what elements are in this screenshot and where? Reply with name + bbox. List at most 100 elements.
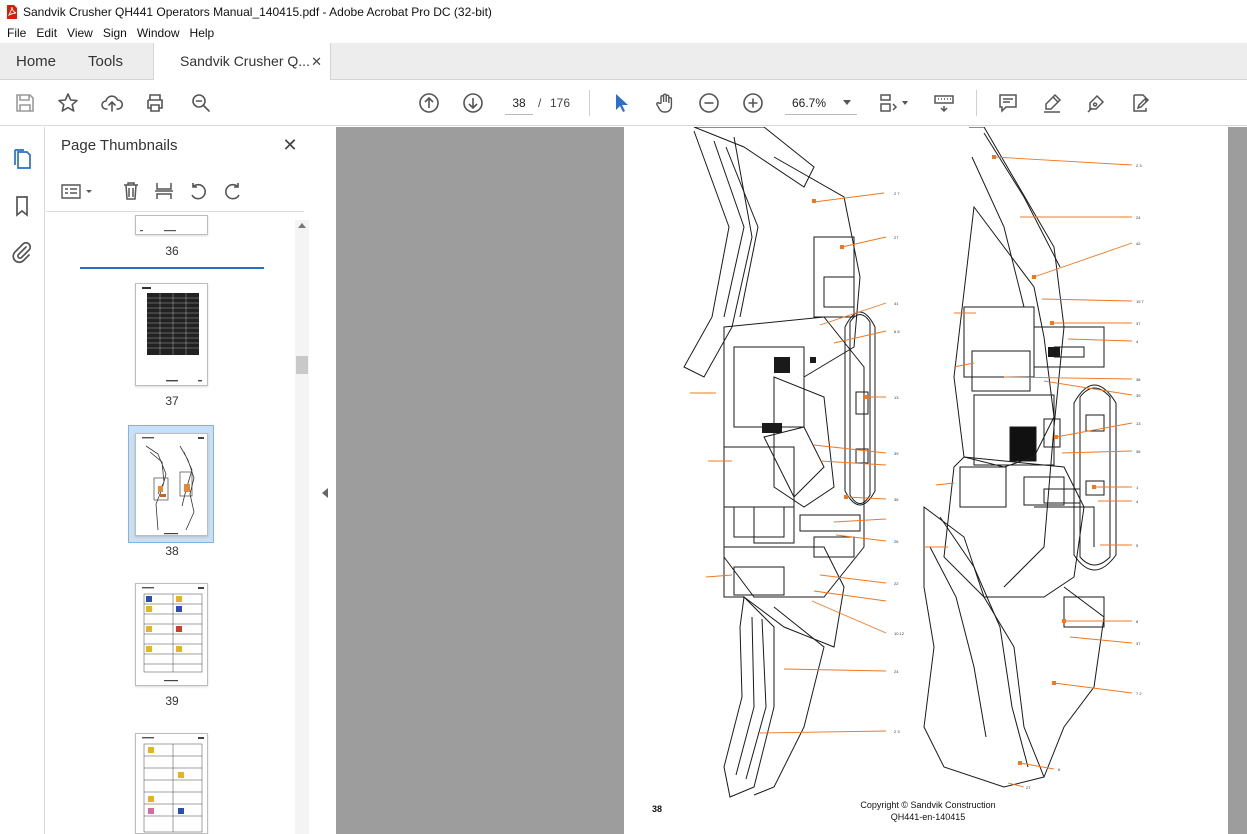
page-footer: Copyright © Sandvik Construction QH441-e… [828,799,1028,823]
chevron-left-icon [322,488,328,498]
extract-pages-button[interactable] [152,180,176,202]
svg-text:24: 24 [1136,215,1141,220]
navigation-rail [0,127,45,834]
panel-collapse-handle[interactable] [314,127,336,834]
toolbar-divider [976,90,977,116]
scroll-up-arrow-icon[interactable] [298,223,306,228]
upload-button[interactable] [100,91,124,115]
keyboard-icon [934,95,954,113]
thumbnail-preview [142,287,202,382]
svg-text:38: 38 [1136,377,1141,382]
thumbnail-page-36[interactable] [135,215,208,235]
thumbnail-page-38[interactable] [135,433,208,536]
menu-window[interactable]: Window [136,26,180,40]
fill-sign-button[interactable] [1128,91,1152,115]
svg-text:15 7: 15 7 [1136,299,1145,304]
thumbnail-preview [140,230,176,232]
thumbnail-page-40[interactable] [135,733,208,834]
hand-tool-button[interactable] [653,91,677,115]
thumbnail-page-37[interactable] [135,283,208,386]
menu-bar: File Edit View Sign Window Help [0,23,1247,43]
svg-text:39: 39 [894,451,899,456]
svg-text:6 8: 6 8 [894,329,900,334]
draw-button[interactable] [1084,91,1108,115]
cursor-arrow-icon [616,94,628,112]
page-display-dropdown[interactable] [900,91,910,115]
menu-sign[interactable]: Sign [102,26,127,40]
bookmark-star-button[interactable] [56,91,80,115]
search-button[interactable] [189,91,213,115]
hand-icon [656,93,673,113]
minus-circle-icon [699,93,719,113]
thumbnail-label: 38 [165,544,179,558]
svg-text:13: 13 [894,395,899,400]
zoom-level-select[interactable]: 66.7% [785,91,857,115]
menu-edit[interactable]: Edit [36,26,58,40]
copyright-line: Copyright © Sandvik Construction [860,800,996,810]
page-thumbnails-icon[interactable] [10,147,34,171]
menu-file[interactable]: File [7,26,27,40]
plus-circle-icon [743,93,763,113]
zoom-out-button[interactable] [697,91,721,115]
select-tool-button[interactable] [609,91,633,115]
panel-title: Page Thumbnails [61,137,178,154]
caret-down-icon [902,101,908,105]
bookmarks-icon[interactable] [10,194,34,218]
zoom-level-value: 66.7% [792,96,827,110]
thumbnail-options-button[interactable] [60,180,96,202]
highlight-button[interactable] [1040,91,1064,115]
svg-text:22: 22 [894,581,899,586]
svg-text:27: 27 [1026,785,1031,790]
arrow-up-circle-icon [419,93,439,113]
svg-text:2 3: 2 3 [1136,163,1142,168]
previous-page-button[interactable] [417,91,441,115]
next-page-button[interactable] [461,91,485,115]
menu-view[interactable]: View [67,26,93,40]
current-page-input[interactable]: 38 [505,91,533,115]
svg-text:13: 13 [1136,421,1141,426]
keyboard-tool-button[interactable] [932,91,956,115]
svg-text:5: 5 [1136,543,1139,548]
close-panel-icon[interactable]: ✕ [282,135,298,155]
tab-document-label: Sandvik Crusher Q... [180,53,310,69]
svg-text:42: 42 [1136,241,1141,246]
rotate-ccw-icon [191,183,206,200]
close-tab-icon[interactable]: ✕ [311,54,322,69]
comment-button[interactable] [996,91,1020,115]
print-button[interactable] [143,91,167,115]
svg-text:4: 4 [1136,339,1139,344]
thumbnail-scrollbar[interactable] [295,220,309,834]
tab-home[interactable]: Home [16,53,57,70]
zoom-in-button[interactable] [741,91,765,115]
rotate-right-button[interactable] [221,180,245,202]
svg-text:26: 26 [894,539,899,544]
attachments-paperclip-icon[interactable] [10,240,34,264]
chevron-down-icon [843,100,851,105]
save-button[interactable] [13,91,37,115]
tab-document[interactable]: Sandvik Crusher Q... ✕ [153,43,331,80]
page-display-button[interactable] [876,91,900,115]
svg-text:36: 36 [1136,449,1141,454]
scrollbar-thumb[interactable] [296,356,308,374]
svg-text:4: 4 [1136,499,1139,504]
svg-text:2 3: 2 3 [894,729,900,734]
tab-bar: Home Tools Sandvik Crusher Q... ✕ [0,43,1247,80]
rotate-left-button[interactable] [186,180,210,202]
rotate-cw-icon [225,183,240,200]
delete-pages-button[interactable] [119,180,143,202]
thumbnail-label: 36 [165,244,179,258]
page-extract-icon [155,183,173,199]
svg-text:36: 36 [894,497,899,502]
menu-help[interactable]: Help [189,26,215,40]
svg-text:41: 41 [894,301,899,306]
svg-text:8: 8 [1136,619,1139,624]
page-fit-icon [880,94,898,112]
thumbnail-insertion-line [80,267,264,269]
thumbnail-preview [142,587,204,682]
thumbnail-page-39[interactable] [135,583,208,686]
page-number: 38 [652,804,663,814]
tab-tools[interactable]: Tools [88,53,124,70]
svg-text:37: 37 [1136,641,1141,646]
svg-text:24: 24 [894,669,899,674]
